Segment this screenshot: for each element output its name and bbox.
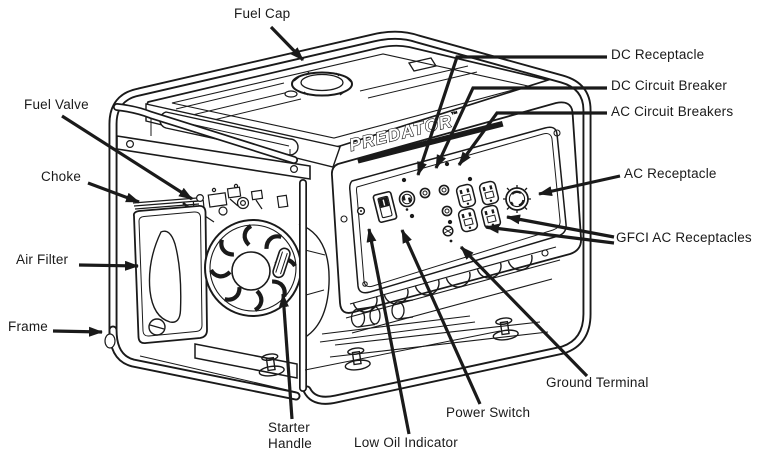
starter-handle-grip: [272, 247, 291, 279]
label-gfci-ac-receptacles: GFCI AC Receptacles: [616, 230, 752, 245]
callout-line-power-switch: [400, 229, 482, 405]
power-switch: [372, 190, 398, 224]
label-ac-circuit-breakers: AC Circuit Breakers: [611, 104, 734, 119]
callout-line-fuel-valve: [61, 114, 193, 201]
callout-line-dc-receptacle: [416, 55, 607, 176]
generator-body: [330, 101, 582, 314]
callout-line-starter-handle: [278, 293, 294, 420]
low-oil-indicator-light: [356, 206, 366, 216]
panel-components: [356, 180, 531, 243]
callout-line-low-oil-indicator: [366, 228, 411, 435]
label-fuel-cap: Fuel Cap: [234, 6, 291, 21]
dc-receptacle-socket: [398, 190, 416, 211]
callout-line-dc-circuit-breaker: [434, 86, 607, 169]
rubber-feet: [258, 317, 519, 377]
label-dc-circuit-breaker: DC Circuit Breaker: [611, 78, 728, 93]
callout-line-fuel-cap: [269, 25, 305, 62]
ground-terminal-stud: [442, 225, 454, 243]
recoil-starter: [204, 219, 302, 317]
air-filter-box: [132, 197, 208, 345]
callout-line-air-filter: [78, 260, 139, 271]
callout-line-ac-receptacle: [538, 174, 621, 197]
label-choke: Choke: [41, 169, 82, 184]
engine-assembly: [104, 183, 330, 379]
dc-circuit-breaker-button: [419, 187, 431, 199]
brand-trademark: ™: [451, 110, 461, 119]
label-air-filter: Air Filter: [16, 252, 69, 267]
fuel-cap: [284, 71, 353, 98]
label-fuel-valve: Fuel Valve: [24, 97, 89, 112]
label-starter-handle: Starter Handle: [268, 420, 312, 451]
callout-line-gfci-upper: [506, 214, 615, 239]
label-dc-receptacle: DC Receptacle: [611, 47, 705, 62]
callout-line-ac-circuit-breakers: [457, 111, 607, 166]
ac-circuit-breaker-buttons: [438, 184, 453, 217]
callout-line-choke: [87, 181, 140, 204]
label-ac-receptacle: AC Receptacle: [624, 166, 717, 181]
callout-line-ground-terminal: [459, 245, 589, 378]
label-power-switch: Power Switch: [446, 405, 531, 420]
label-ground-terminal: Ground Terminal: [546, 375, 649, 390]
callout-line-frame: [52, 326, 103, 337]
label-frame: Frame: [8, 319, 49, 334]
lower-housing: [139, 246, 561, 393]
label-low-oil-indicator: Low Oil Indicator: [354, 435, 458, 450]
callout-line-gfci-lower: [485, 223, 615, 245]
ac-twist-lock-receptacle: [503, 185, 531, 213]
gfci-outlets: [455, 180, 502, 233]
callout-lines: [52, 25, 621, 435]
